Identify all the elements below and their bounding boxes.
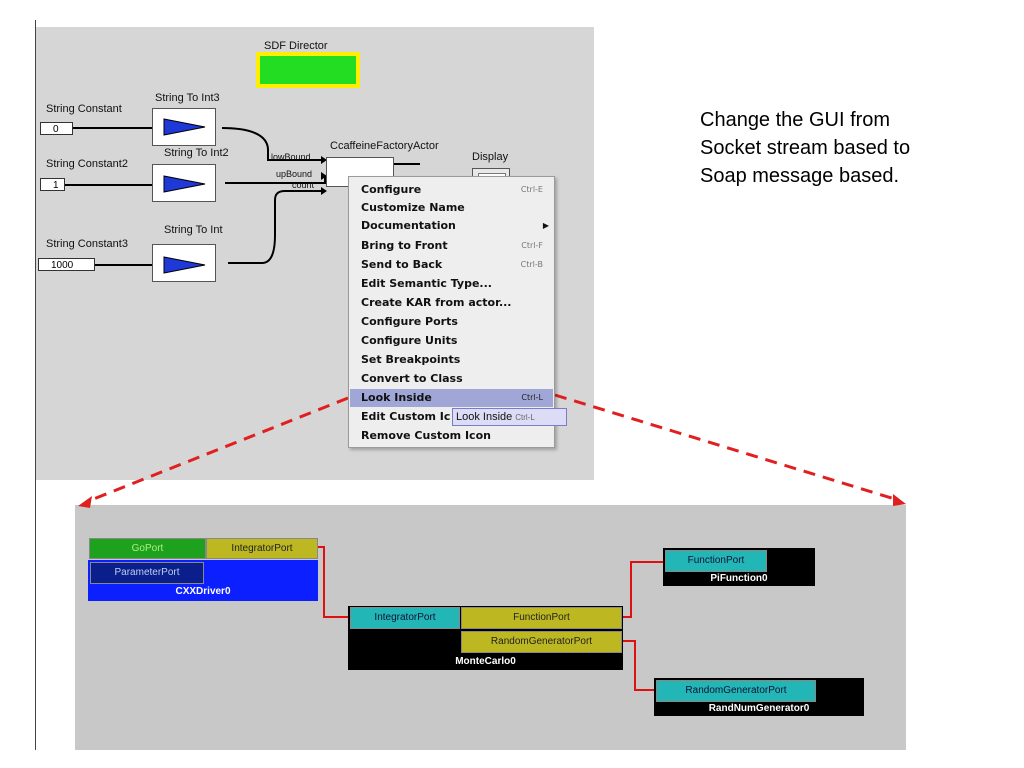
montecarlo-integratorport[interactable]: IntegratorPort (350, 607, 460, 629)
menu-item-remove-custom-icon[interactable]: Remove Custom Icon (350, 427, 553, 445)
menu-item-shortcut: Ctrl-F (521, 241, 543, 250)
cxxdriver-name: CXXDriver0 (175, 586, 231, 597)
triangle-icon (163, 118, 206, 136)
montecarlo-functionport[interactable]: FunctionPort (461, 607, 622, 629)
menu-item-edit-semantic-type[interactable]: Edit Semantic Type... (350, 275, 553, 293)
triangle-icon (163, 175, 206, 193)
tooltip-label: Look Inside (456, 411, 513, 423)
menu-item-shortcut: Ctrl-B (520, 260, 543, 269)
menu-item-set-breakpoints[interactable]: Set Breakpoints (350, 351, 553, 369)
menu-item-shortcut: Ctrl-E (520, 185, 543, 194)
menu-item-label: Look Inside (361, 391, 432, 404)
menu-item-label: Convert to Class (361, 372, 463, 385)
note-line: Soap message based. (700, 165, 900, 187)
string-constant-actor[interactable]: 0 (40, 122, 73, 135)
menu-item-documentation[interactable]: Documentation ▶ (350, 217, 553, 235)
note-line: Change the GUI from (700, 109, 891, 131)
menu-item-label: Remove Custom Icon (361, 429, 491, 442)
string-to-int-label: String To Int (164, 224, 223, 236)
menu-item-bring-to-front[interactable]: Bring to Front Ctrl-F (350, 237, 553, 255)
string-constant3-actor[interactable]: 1000 (38, 258, 95, 271)
string-constant2-actor[interactable]: 1 (40, 178, 65, 191)
sdf-director-label: SDF Director (264, 40, 328, 52)
menu-item-label: Bring to Front (361, 239, 448, 252)
pifunction-functionport[interactable]: FunctionPort (665, 550, 767, 572)
string-to-int3-label: String To Int3 (155, 92, 220, 104)
menu-item-label: Configure Units (361, 334, 458, 347)
pifunction-name: PiFunction0 (710, 573, 768, 584)
menu-item-send-to-back[interactable]: Send to Back Ctrl-B (350, 256, 553, 274)
string-constant3-label: String Constant3 (46, 238, 128, 250)
goport[interactable]: GoPort (89, 538, 206, 559)
lowbound-port-label: lowBound (271, 152, 311, 162)
slide-note: Change the GUI from Socket stream based … (700, 106, 910, 190)
menu-item-convert-to-class[interactable]: Convert to Class (350, 370, 553, 388)
string-constant2-label: String Constant2 (46, 158, 128, 170)
menu-item-label: Configure Ports (361, 315, 458, 328)
randnum-randomgeneratorport[interactable]: RandomGeneratorPort (656, 680, 816, 702)
montecarlo-name: MonteCarlo0 (455, 656, 516, 667)
count-port-label: count (292, 180, 315, 190)
menu-item-configure-ports[interactable]: Configure Ports (350, 313, 553, 331)
menu-item-label: Edit Custom Ic (361, 410, 451, 423)
randnumgenerator-name: RandNumGenerator0 (708, 703, 810, 714)
menu-item-label: Create KAR from actor... (361, 296, 512, 309)
string-to-int2-actor[interactable] (152, 164, 216, 202)
triangle-icon (163, 256, 206, 274)
tooltip-shortcut: Ctrl-L (515, 413, 535, 422)
string-to-int-actor[interactable] (152, 244, 216, 282)
string-to-int3-actor[interactable] (152, 108, 216, 146)
menu-item-label: Customize Name (361, 201, 465, 214)
menu-item-label: Send to Back (361, 258, 443, 271)
upbound-port-label: upBound (276, 169, 313, 179)
note-line: Socket stream based to (700, 137, 911, 159)
menu-item-create-kar[interactable]: Create KAR from actor... (350, 294, 553, 312)
string-constant-label: String Constant (46, 103, 122, 115)
left-margin-line (35, 20, 36, 750)
submenu-arrow-icon: ▶ (542, 221, 549, 230)
context-menu[interactable]: Configure Ctrl-E Customize Name Documenta… (348, 176, 555, 448)
menu-item-look-inside[interactable]: Look Inside Ctrl-L (350, 389, 553, 407)
menu-item-label: Documentation (361, 219, 456, 232)
cxxdriver-integratorport[interactable]: IntegratorPort (206, 538, 318, 559)
menu-item-configure[interactable]: Configure Ctrl-E (350, 181, 553, 199)
menu-item-label: Set Breakpoints (361, 353, 461, 366)
menu-item-shortcut: Ctrl-L (521, 393, 543, 402)
menu-item-label: Configure (361, 183, 422, 196)
menu-item-customize-name[interactable]: Customize Name (350, 199, 553, 217)
montecarlo-randomgeneratorport[interactable]: RandomGeneratorPort (461, 631, 622, 653)
sdf-director[interactable] (256, 52, 360, 88)
menu-item-configure-units[interactable]: Configure Units (350, 332, 553, 350)
parameterport[interactable]: ParameterPort (90, 562, 204, 584)
display-label: Display (472, 151, 509, 163)
string-to-int2-label: String To Int2 (164, 147, 229, 159)
factory-actor-label: CcaffeineFactoryActor (330, 140, 439, 152)
menu-item-edit-custom-icon[interactable]: Edit Custom Ic (350, 408, 553, 426)
menu-item-label: Edit Semantic Type... (361, 277, 492, 290)
